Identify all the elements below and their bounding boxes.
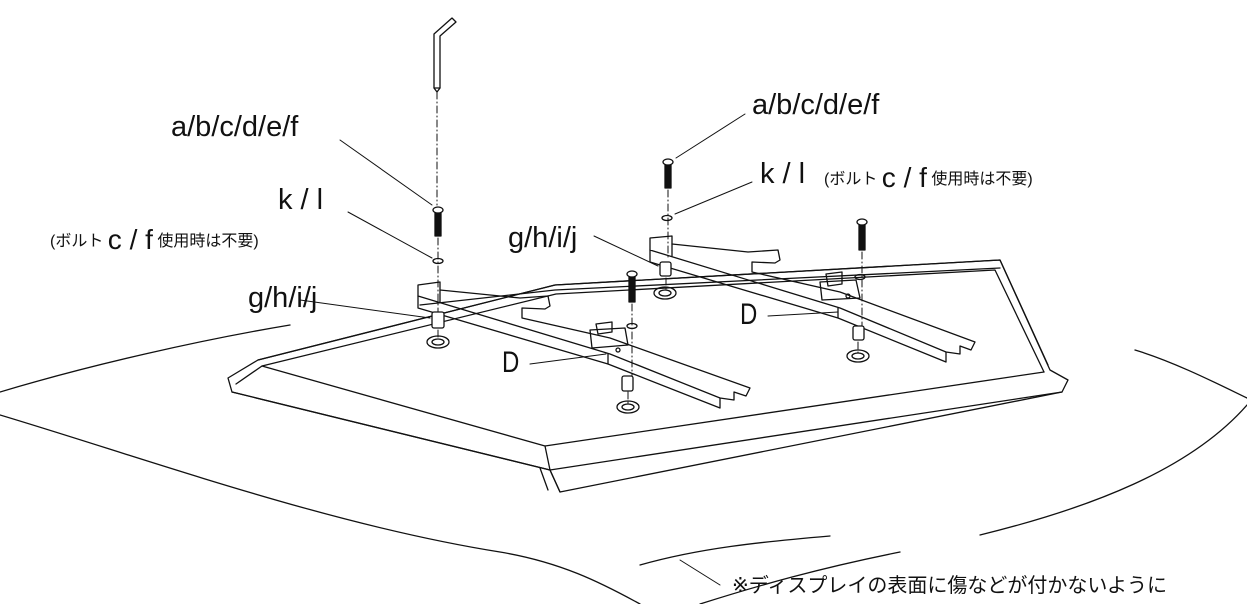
mount-holes [426, 286, 870, 414]
spacer-label-right: g/h/i/j [508, 222, 578, 254]
note-bolt-type: c / f [107, 224, 153, 255]
hex-key-icon [433, 17, 457, 93]
note-text: (ボルト [50, 233, 104, 250]
bolt-label-left: a/b/c/d/e/f [171, 111, 299, 143]
cloth-outline [0, 324, 1247, 604]
washer-label-right: k / l [760, 158, 806, 190]
stand-label-right: D [740, 298, 758, 331]
note-text: 使用時は不要) [931, 171, 1033, 188]
bolt-label-right: a/b/c/d/e/f [752, 89, 880, 121]
leader-lines [299, 113, 839, 586]
note-bolt-type: c / f [881, 162, 927, 193]
bolt-icon [432, 158, 868, 303]
bottom-note: ※ディスプレイの表面に傷などが付かないように [732, 575, 1167, 597]
spacer-label-left: g/h/i/j [248, 282, 318, 314]
washer-icon [432, 214, 866, 330]
washer-note-right: (ボルト c / f 使用時は不要) [824, 164, 1033, 192]
note-text: 使用時は不要) [157, 233, 259, 250]
washer-note-left: (ボルト c / f 使用時は不要) [50, 226, 259, 254]
stand-label-left: D [502, 346, 520, 379]
stand-bracket-left [417, 281, 751, 409]
washer-label-left: k / l [278, 184, 324, 216]
axis-lines [436, 91, 863, 405]
display-panel [227, 259, 1069, 493]
stand-bracket-right [649, 235, 976, 363]
note-text: (ボルト [824, 171, 878, 188]
